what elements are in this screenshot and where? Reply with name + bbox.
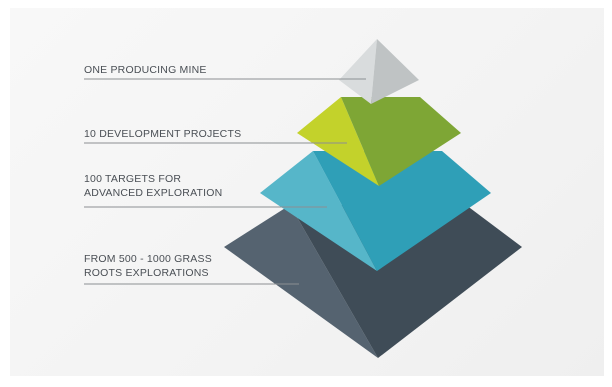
label-grass-roots: FROM 500 - 1000 GRASS ROOTS EXPLORATIONS: [84, 252, 212, 280]
label-development-projects: 10 DEVELOPMENT PROJECTS: [84, 127, 241, 141]
tier-development-projects: [297, 97, 461, 186]
tier-advanced-exploration: [260, 151, 491, 271]
label-advanced-exploration: 100 TARGETS FOR ADVANCED EXPLORATION: [84, 172, 222, 200]
label-producing-mine-line-1: ONE PRODUCING MINE: [84, 64, 207, 76]
tier-development-projects-left-face: [297, 97, 379, 186]
tier-producing-mine: [339, 39, 419, 104]
tier-grass-roots-left-face: [224, 205, 378, 358]
label-producing-mine: ONE PRODUCING MINE: [84, 63, 207, 77]
label-advanced-exploration-line-1: 100 TARGETS FOR: [84, 173, 182, 185]
label-grass-roots-line-2: ROOTS EXPLORATIONS: [84, 267, 209, 279]
tier-development-projects-right-face: [341, 97, 461, 186]
tier-advanced-exploration-right-face: [313, 151, 491, 271]
tier-producing-mine-left-face: [339, 39, 377, 104]
tier-producing-mine-right-face: [371, 39, 419, 104]
label-grass-roots-line-1: FROM 500 - 1000 GRASS: [84, 253, 212, 265]
label-development-projects-line-1: 10 DEVELOPMENT PROJECTS: [84, 128, 242, 140]
tier-advanced-exploration-left-face: [260, 151, 377, 271]
label-advanced-exploration-line-2: ADVANCED EXPLORATION: [84, 187, 223, 199]
